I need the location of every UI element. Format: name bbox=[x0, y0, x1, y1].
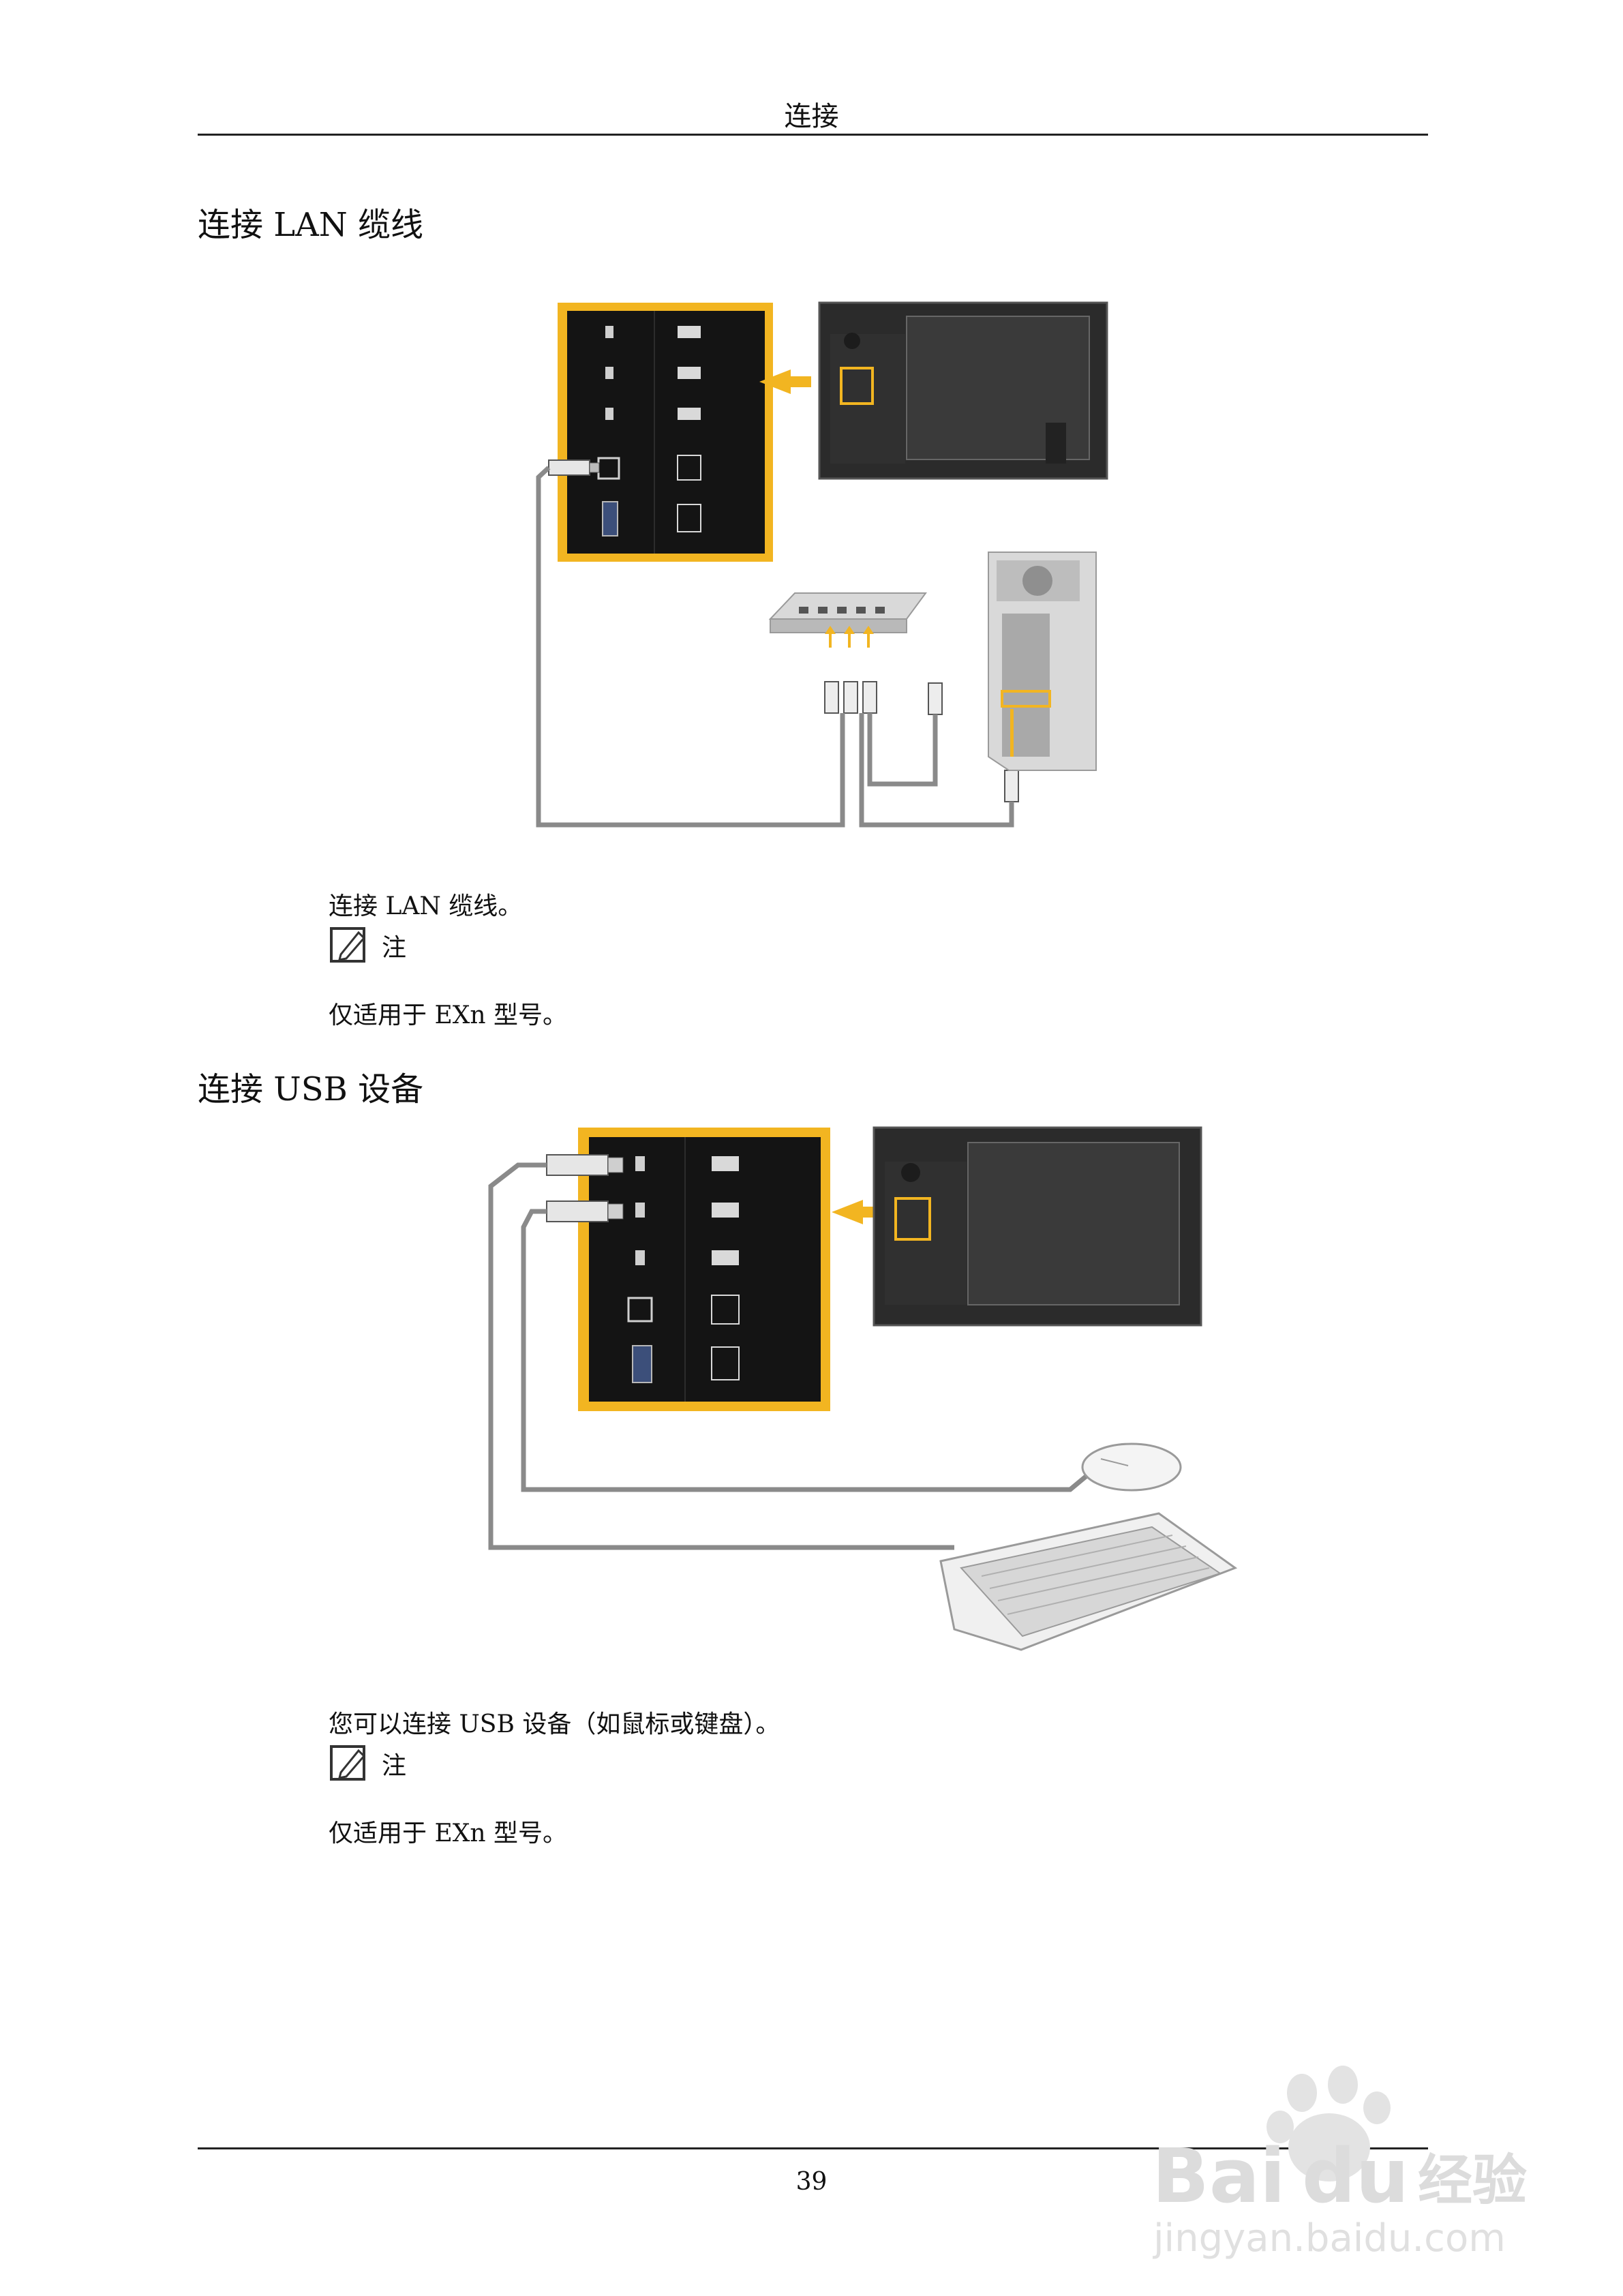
svg-text:经验: 经验 bbox=[1418, 2149, 1527, 2212]
svg-text:Bai: Bai bbox=[1152, 2132, 1286, 2220]
svg-text:jingyan.baidu.com: jingyan.baidu.com bbox=[1152, 2216, 1506, 2261]
note-label: 注 bbox=[382, 934, 407, 962]
lan-plug-connector bbox=[548, 459, 600, 476]
usb-plug-2 bbox=[546, 1200, 624, 1222]
header-rule bbox=[198, 134, 1428, 136]
arrow-icon bbox=[759, 369, 811, 394]
lan-cable-extra bbox=[867, 713, 938, 787]
lan-connection-diagram bbox=[536, 301, 1108, 828]
port-panel bbox=[567, 311, 765, 554]
section-title-lan: 连接 LAN 缆线 bbox=[198, 206, 424, 244]
page-header-title: 连接 bbox=[784, 101, 839, 132]
network-switch bbox=[768, 592, 927, 620]
section-description-usb: 您可以连接 USB 设备（如鼠标或键盘）。 bbox=[329, 1710, 780, 1738]
usb-plug-1 bbox=[546, 1154, 624, 1176]
note-pencil-icon bbox=[330, 927, 366, 963]
port-panel bbox=[589, 1137, 821, 1402]
section-title-usb: 连接 USB 设备 bbox=[198, 1070, 424, 1108]
baidu-watermark-logo: Bai du 经验 jingyan.baidu.com bbox=[1152, 2066, 1527, 2261]
mouse bbox=[1081, 1442, 1182, 1492]
lan-cable-pc bbox=[859, 713, 1014, 828]
arrow-icon bbox=[832, 1200, 883, 1224]
section-description-lan: 连接 LAN 缆线。 bbox=[329, 892, 523, 920]
usb-cable-mouse bbox=[521, 1209, 1093, 1492]
page-number: 39 bbox=[795, 2168, 828, 2196]
note-label: 注 bbox=[382, 1752, 407, 1780]
note-pencil-icon bbox=[330, 1745, 366, 1781]
note-row-usb: 注 bbox=[329, 1744, 406, 1783]
note-row-lan: 注 bbox=[329, 926, 406, 965]
note-text-lan: 仅适用于 EXn 型号。 bbox=[329, 1001, 567, 1029]
note-text-usb: 仅适用于 EXn 型号。 bbox=[329, 1819, 567, 1847]
usb-connection-diagram bbox=[488, 1126, 1238, 1651]
usb-cable-keyboard bbox=[488, 1162, 954, 1550]
lan-cable-monitor bbox=[536, 466, 845, 828]
svg-text:du: du bbox=[1302, 2132, 1409, 2220]
footer-rule bbox=[198, 2147, 1428, 2149]
